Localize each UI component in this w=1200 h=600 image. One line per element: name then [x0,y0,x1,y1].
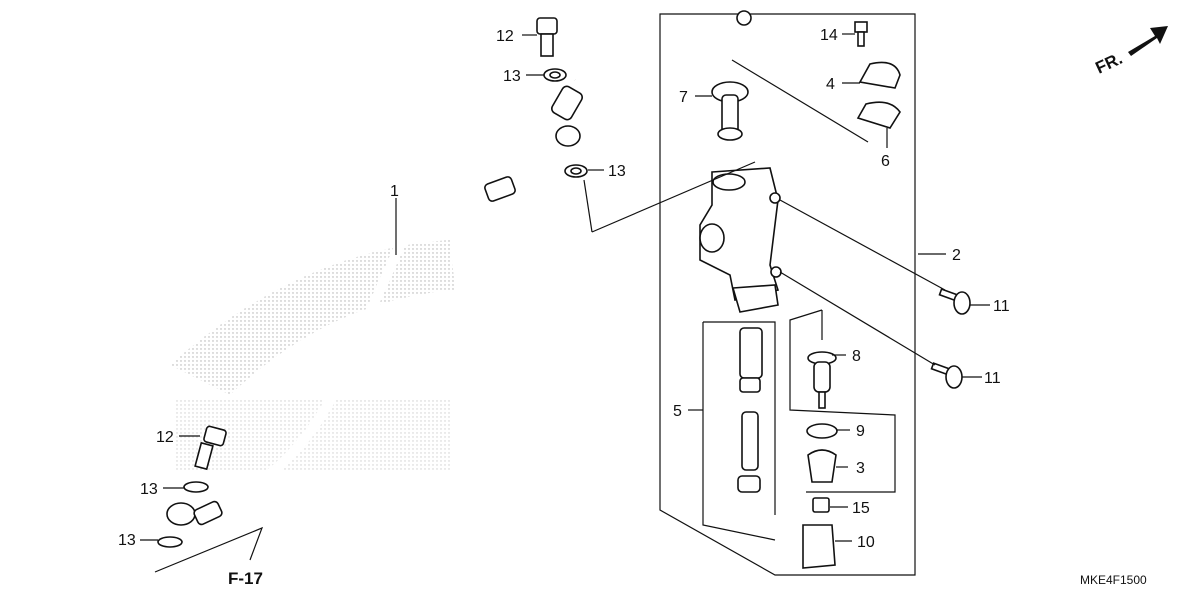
boot[interactable] [807,449,837,483]
sealing-washer-4[interactable] [157,536,183,548]
assembly-boundary [659,13,916,576]
flange-bolt-lower[interactable] [930,362,963,389]
copyright-icon [736,10,752,26]
callout-13c: 13 [140,481,158,498]
nut[interactable] [812,497,830,513]
screw[interactable] [854,21,868,47]
sealing-washer-3[interactable] [183,481,209,493]
reservoir-joint[interactable] [711,81,749,141]
callout-9: 9 [856,423,865,440]
callout-12a: 12 [496,28,514,45]
callout-7: 7 [679,89,688,106]
sealing-washer-2[interactable] [564,164,588,178]
flange-bolt-upper[interactable] [938,288,971,315]
leader-lines [140,33,990,573]
callout-13b: 13 [608,163,626,180]
callout-1: 1 [390,183,399,200]
callout-5: 5 [673,403,682,420]
callout-10: 10 [857,534,875,551]
callout-13d: 13 [118,532,136,549]
figure-reference: F-17 [228,569,263,588]
banjo-bolt-lower[interactable] [194,425,227,471]
diagram-code: MKE4F1500 [1080,573,1147,587]
brake-hose[interactable] [166,77,584,526]
callout-15: 15 [852,500,870,517]
callout-12b: 12 [156,429,174,446]
push-rod[interactable] [807,351,837,409]
push-rod-joint[interactable] [802,524,836,569]
callout-11b: 11 [984,370,1001,387]
sealing-washer-1[interactable] [543,68,567,82]
master-cylinder-body[interactable] [699,167,782,313]
diaphragm[interactable] [856,101,901,129]
callout-14: 14 [820,27,838,44]
callout-8: 8 [852,348,861,365]
callout-6: 6 [881,153,890,170]
circlip[interactable] [806,423,838,439]
callout-4: 4 [826,76,835,93]
callout-13a: 13 [503,68,521,85]
callout-3: 3 [856,460,865,477]
callout-2: 2 [952,247,961,264]
front-arrow-icon [1128,26,1168,56]
banjo-bolt-upper[interactable] [536,17,558,57]
callout-11a: 11 [993,298,1010,315]
reservoir-cover[interactable] [858,61,901,89]
front-indicator-label: FR. [1093,49,1126,78]
piston-set[interactable] [737,327,763,493]
